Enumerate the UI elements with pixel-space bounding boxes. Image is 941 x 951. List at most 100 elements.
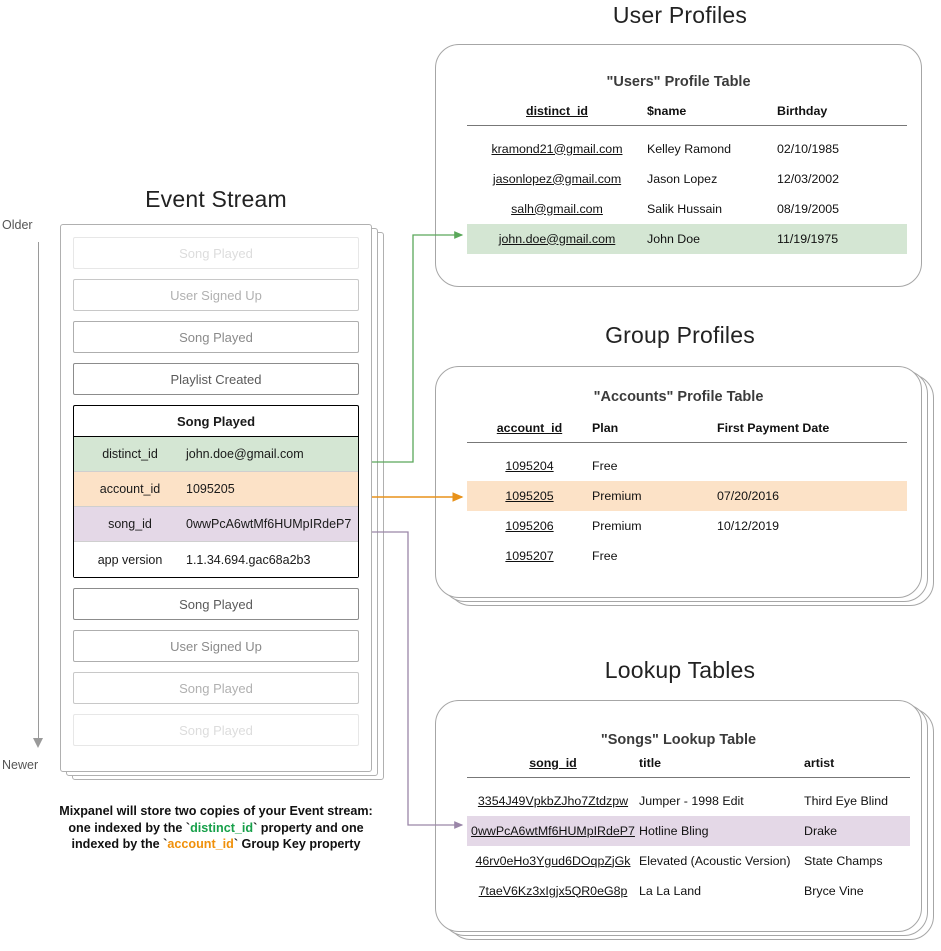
event-property-value: 0wwPcA6wtMf6HUMpIRdeP7 [186,517,352,531]
cell-birthday: 02/10/1985 [777,141,840,156]
column-header-plan: Plan [592,421,619,435]
event-property-key: song_id [108,517,152,531]
event-property-row: account_id 1095205 [74,472,358,507]
cell-birthday: 08/19/2005 [777,201,840,216]
table-header-row: song_id title artist [467,756,910,778]
cell-name: Salik Hussain [647,201,723,216]
cell-title: Jumper - 1998 Edit [639,793,744,808]
event-item[interactable]: Song Played [73,588,359,620]
cell-song-id: 7taeV6Kz3xIgjx5QR0eG8p [478,883,628,898]
songs-table: song_id title artist 3354J49VpkbZJho7Ztd… [467,756,910,906]
table-row[interactable]: 1095207 Free [467,541,907,571]
lookup-tables-title: Lookup Tables [604,657,756,683]
cell-birthday: 12/03/2002 [777,171,840,186]
axis-line [38,242,39,742]
table-row-highlighted[interactable]: 0wwPcA6wtMf6HUMpIRdeP7 Hotline Bling Dra… [467,815,910,846]
event-stream-title: Event Stream [145,186,287,212]
group-profiles-title: Group Profiles [605,322,755,348]
cell-name: John Doe [647,223,777,254]
cell-distinct-id: john.doe@gmail.com [467,223,647,254]
caption-token-distinct-id: distinct_id [190,820,254,835]
event-property-row: distinct_id john.doe@gmail.com [74,437,358,472]
event-property-value: john.doe@gmail.com [186,447,304,461]
users-table: distinct_id $name Birthday kramond21@gma… [467,104,907,254]
event-item[interactable]: User Signed Up [73,279,359,311]
expanded-event-card[interactable]: Song Played distinct_id john.doe@gmail.c… [73,405,359,578]
column-header-song-id: song_id [529,756,577,770]
table-row[interactable]: 46rv0eHo3Ygud6DOqpZjGk Elevated (Acousti… [467,846,910,876]
accounts-table: account_id Plan First Payment Date 10952… [467,421,907,571]
axis-label-newer: Newer [2,758,39,772]
event-item[interactable]: Song Played [73,672,359,704]
column-header-name: $name [647,104,687,118]
table-spacer [467,778,910,786]
event-list: Song Played User Signed Up Song Played P… [60,224,372,772]
cell-name: Kelley Ramond [647,141,732,156]
cell-distinct-id: jasonlopez@gmail.com [492,171,622,186]
table-row[interactable]: 1095204 Free [467,451,907,481]
table-spacer [467,443,907,451]
diagram-caption: Mixpanel will store two copies of your E… [30,803,402,853]
caption-line-3b: ` Group Key property [233,837,361,851]
event-item[interactable]: Song Played [73,321,359,353]
table-header-row: distinct_id $name Birthday [467,104,907,126]
table-row[interactable]: 3354J49VpkbZJho7Ztdzpw Jumper - 1998 Edi… [467,786,910,816]
cell-plan: Premium [592,518,642,533]
event-item[interactable]: Playlist Created [73,363,359,395]
cell-plan: Free [592,548,618,563]
table-spacer [467,126,907,134]
cell-title: Elevated (Acoustic Version) [639,853,791,868]
column-header-title: title [639,756,662,770]
cell-account-id: 1095207 [505,548,554,563]
cell-distinct-id: kramond21@gmail.com [491,141,623,156]
caption-token-account-id: account_id [167,837,234,851]
cell-artist: Drake [804,815,910,846]
table-row-highlighted[interactable]: john.doe@gmail.com John Doe 11/19/1975 [467,223,907,254]
cell-artist: Bryce Vine [804,883,864,898]
event-property-key: account_id [99,482,161,496]
cell-first-payment-date: 07/20/2016 [717,480,907,511]
cell-account-id: 1095205 [467,480,592,511]
cell-artist: State Champs [804,853,883,868]
table-row[interactable]: kramond21@gmail.com Kelley Ramond 02/10/… [467,134,907,164]
column-header-first-payment-date: First Payment Date [717,421,830,435]
cell-plan: Free [592,458,618,473]
caption-line-2b: ` property and one [253,820,364,835]
cell-birthday: 11/19/1975 [777,223,907,254]
table-row[interactable]: salh@gmail.com Salik Hussain 08/19/2005 [467,194,907,224]
table-row[interactable]: jasonlopez@gmail.com Jason Lopez 12/03/2… [467,164,907,194]
cell-title: Hotline Bling [639,815,804,846]
cell-first-payment-date [717,541,907,571]
column-header-birthday: Birthday [777,104,828,118]
event-property-key: app version [97,552,163,567]
table-row[interactable]: 1095206 Premium 10/12/2019 [467,511,907,541]
cell-name: Jason Lopez [647,171,718,186]
expanded-event-name: Song Played [74,406,358,437]
event-property-row: song_id 0wwPcA6wtMf6HUMpIRdeP7 [74,507,358,542]
cell-artist: Third Eye Blind [804,793,889,808]
event-item[interactable]: Song Played [73,714,359,746]
event-item[interactable]: Song Played [73,237,359,269]
table-row[interactable]: 7taeV6Kz3xIgjx5QR0eG8p La La Land Bryce … [467,876,910,906]
users-table-title: "Users" Profile Table [606,74,751,90]
column-header-account-id: account_id [496,421,563,435]
caption-line-3a: indexed by the ` [71,837,168,851]
caption-line-1: Mixpanel will store two copies of your E… [59,804,373,818]
table-row-highlighted[interactable]: 1095205 Premium 07/20/2016 [467,480,907,511]
event-property-row: app version 1.1.34.694.gac68a2b3 [74,542,358,577]
cell-plan: Premium [592,480,717,511]
cell-song-id: 0wwPcA6wtMf6HUMpIRdeP7 [467,815,639,846]
cell-song-id: 3354J49VpkbZJho7Ztdzpw [477,793,629,808]
column-header-distinct-id: distinct_id [526,104,588,118]
cell-distinct-id: salh@gmail.com [511,201,603,216]
event-item[interactable]: User Signed Up [73,630,359,662]
cell-account-id: 1095206 [505,518,554,533]
cell-song-id: 46rv0eHo3Ygud6DOqpZjGk [475,853,631,868]
user-profiles-title: User Profiles [612,2,748,28]
caption-line-2a: one indexed by the ` [68,820,191,835]
songs-table-title: "Songs" Lookup Table [600,732,757,748]
event-property-value: 1.1.34.694.gac68a2b3 [186,552,311,567]
accounts-table-title: "Accounts" Profile Table [593,389,764,405]
event-property-key: distinct_id [102,447,158,461]
axis-arrowhead-icon [33,738,43,748]
